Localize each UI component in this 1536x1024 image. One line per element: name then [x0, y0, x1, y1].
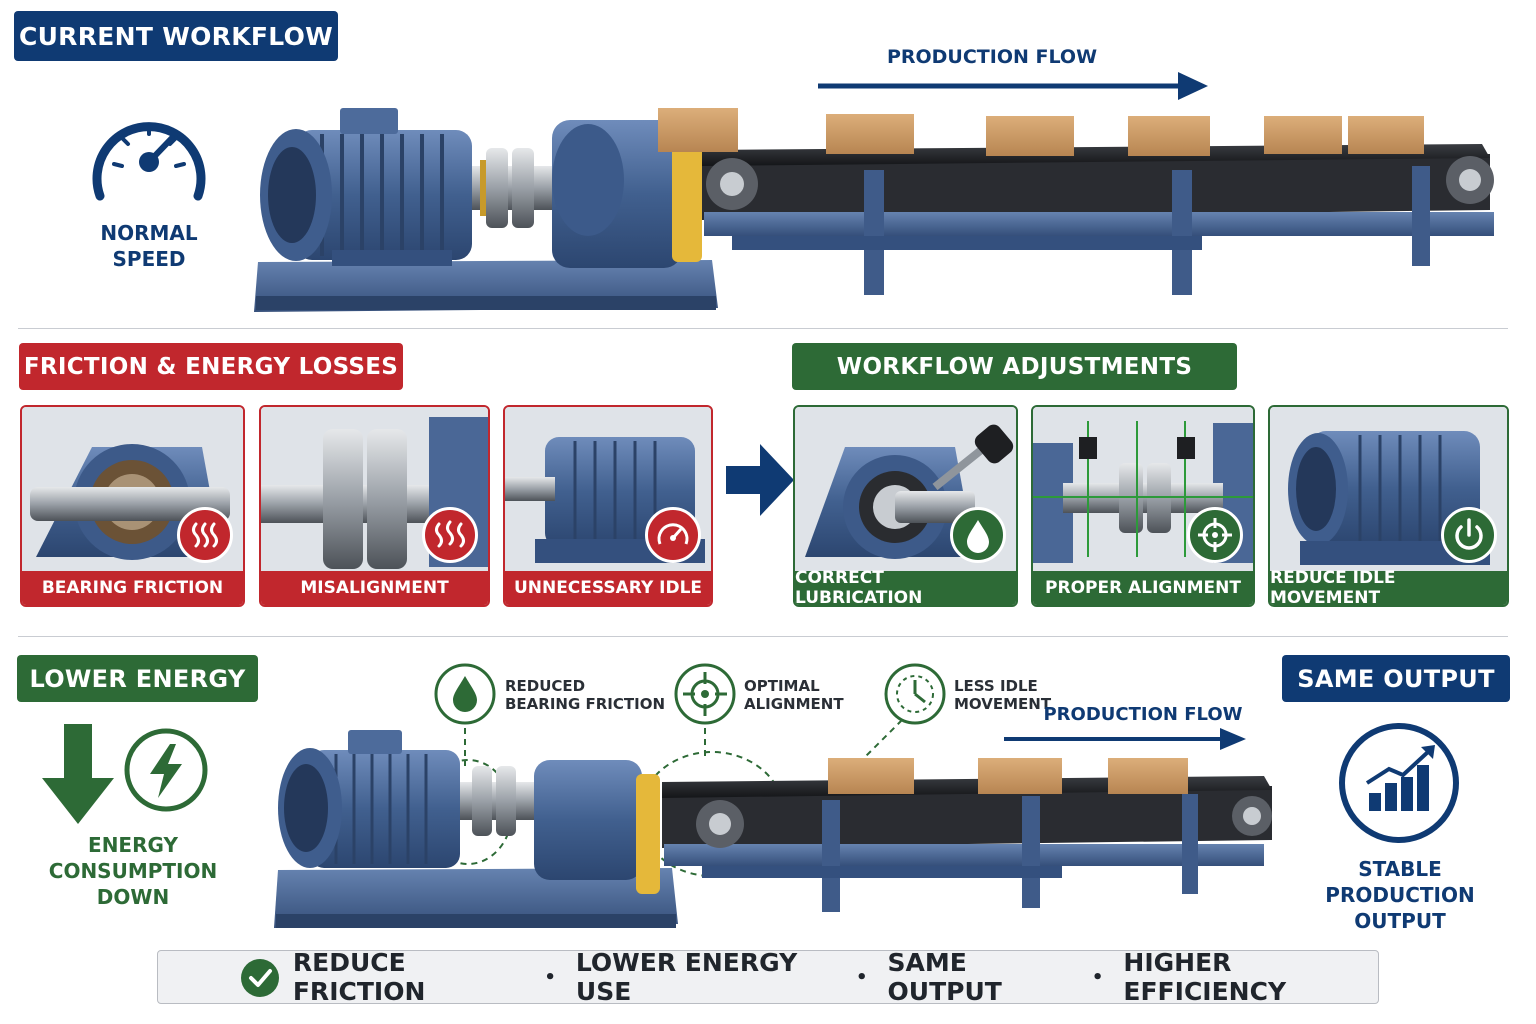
- callout-3-line-1: LESS IDLE: [954, 677, 1038, 695]
- callout-1-line-1: REDUCED: [505, 677, 586, 695]
- reduce-idle-card: REDUCE IDLE MOVEMENT: [1268, 405, 1509, 607]
- workflow-adjustments-title: WORKFLOW ADJUSTMENTS: [792, 343, 1237, 390]
- vibration-icon: [422, 507, 478, 563]
- footer-separator-3: •: [1091, 966, 1104, 988]
- crosshair-icon: [1187, 507, 1243, 563]
- speedometer-icon: [92, 122, 206, 201]
- normal-speed-label: NORMAL SPEED: [88, 220, 210, 272]
- current-workflow-title: CURRENT WORKFLOW: [14, 11, 338, 61]
- production-flow-arrow-bottom: [1004, 728, 1246, 750]
- callout-less-idle: LESS IDLE MOVEMENT: [954, 677, 1051, 713]
- callout-3-line-2: MOVEMENT: [954, 695, 1052, 713]
- footer-item-reduce-friction: REDUCE FRICTION: [292, 948, 426, 1006]
- footer-item-higher-efficiency: HIGHER EFFICIENCY: [1123, 948, 1287, 1006]
- unnecessary-idle-caption: UNNECESSARY IDLE: [505, 571, 711, 605]
- energy-line-1: ENERGY: [88, 833, 178, 857]
- down-arrow-icon: [42, 724, 114, 824]
- summary-footer: REDUCE FRICTION • LOWER ENERGY USE • SAM…: [157, 948, 1379, 1006]
- lightning-icon: [124, 728, 208, 812]
- same-output-title-text: SAME OUTPUT: [1297, 664, 1495, 693]
- transition-arrow-icon: [726, 444, 794, 516]
- energy-consumption-label: ENERGY CONSUMPTION DOWN: [46, 832, 220, 910]
- divider-bottom: [18, 636, 1508, 637]
- callout-1-line-2: BEARING FRICTION: [505, 695, 666, 713]
- divider-top: [18, 328, 1508, 329]
- bearing-friction-card: BEARING FRICTION: [20, 405, 245, 607]
- callout-reduced-friction: REDUCED BEARING FRICTION: [505, 677, 665, 713]
- gauge-icon: [645, 507, 701, 563]
- growth-chart-icon: [1339, 723, 1459, 843]
- production-flow-arrow-top: [818, 72, 1208, 100]
- heat-waves-icon: [177, 507, 233, 563]
- callout-2-line-1: OPTIMAL: [744, 677, 820, 695]
- reduce-idle-caption: REDUCE IDLE MOVEMENT: [1270, 568, 1507, 605]
- energy-line-2: CONSUMPTION: [48, 859, 218, 883]
- stable-output-line-2: PRODUCTION: [1325, 883, 1475, 907]
- footer-separator-2: •: [856, 966, 868, 988]
- workflow-adjustments-title-text: WORKFLOW ADJUSTMENTS: [836, 353, 1193, 380]
- friction-losses-title: FRICTION & ENERGY LOSSES: [19, 343, 403, 390]
- callout-2-line-2: ALIGNMENT: [744, 695, 844, 713]
- timer-icon: [884, 663, 946, 725]
- lower-energy-title-text: LOWER ENERGY: [29, 664, 246, 693]
- normal-speed-line-2: SPEED: [112, 247, 186, 271]
- correct-lubrication-caption: CORRECT LUBRICATION: [795, 568, 1016, 605]
- energy-line-3: DOWN: [96, 885, 170, 909]
- misalignment-card: MISALIGNMENT: [259, 405, 490, 607]
- normal-speed-line-1: NORMAL: [100, 221, 198, 245]
- improved-conveyor-illustration: [274, 720, 1272, 928]
- target-icon: [674, 663, 736, 725]
- unnecessary-idle-card: UNNECESSARY IDLE: [503, 405, 713, 607]
- footer-separator-1: •: [544, 966, 556, 988]
- stable-output-label: STABLE PRODUCTION OUTPUT: [1320, 856, 1480, 934]
- stable-output-line-3: OUTPUT: [1354, 909, 1446, 933]
- current-conveyor-illustration: [254, 108, 1494, 312]
- footer-item-same-output: SAME OUTPUT: [887, 948, 1002, 1006]
- checkmark-icon: [241, 959, 279, 997]
- footer-item-lower-energy: LOWER ENERGY USE: [575, 948, 798, 1006]
- callout-optimal-alignment: OPTIMAL ALIGNMENT: [744, 677, 844, 713]
- drop-icon: [434, 663, 496, 725]
- oil-drop-icon: [950, 507, 1006, 563]
- proper-alignment-caption: PROPER ALIGNMENT: [1033, 571, 1253, 605]
- current-workflow-title-text: CURRENT WORKFLOW: [18, 21, 334, 51]
- same-output-title: SAME OUTPUT: [1282, 655, 1510, 702]
- friction-losses-title-text: FRICTION & ENERGY LOSSES: [23, 353, 399, 380]
- misalignment-caption: MISALIGNMENT: [261, 571, 488, 605]
- power-icon: [1441, 507, 1497, 563]
- production-flow-label-bottom: PRODUCTION FLOW: [1043, 704, 1243, 725]
- stable-output-line-1: STABLE: [1358, 857, 1442, 881]
- lower-energy-title: LOWER ENERGY: [17, 655, 258, 702]
- production-flow-label-top: PRODUCTION FLOW: [886, 46, 1098, 68]
- bearing-friction-caption: BEARING FRICTION: [22, 571, 243, 605]
- correct-lubrication-card: CORRECT LUBRICATION: [793, 405, 1018, 607]
- proper-alignment-card: PROPER ALIGNMENT: [1031, 405, 1255, 607]
